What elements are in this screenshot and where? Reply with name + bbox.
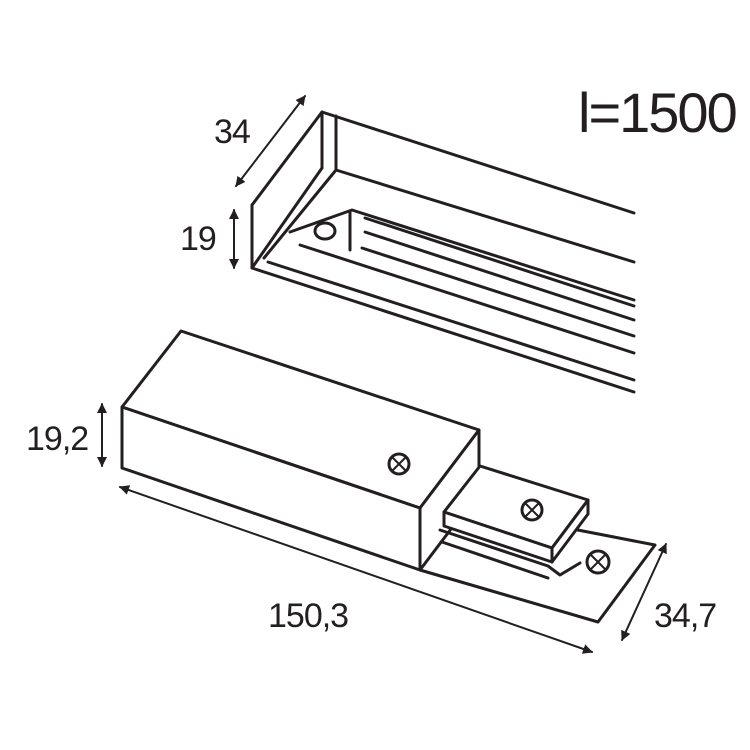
- box-length-dimension: [119, 485, 593, 654]
- rail-width-label: 34: [214, 113, 250, 151]
- feed-box: [120, 329, 657, 624]
- rail-height-label: 19: [180, 220, 216, 258]
- box-height-label: 19,2: [26, 420, 88, 458]
- track-rail: [250, 110, 636, 394]
- rail-mounting-hole: [313, 221, 337, 241]
- plate-width-dimension: [621, 543, 667, 641]
- box-screw-icon: [387, 452, 411, 476]
- box-length-label: 150,3: [268, 597, 348, 635]
- plate-width-label: 34,7: [654, 597, 716, 635]
- dimension-lines: [97, 95, 667, 654]
- rail-width-dimension: [235, 95, 306, 187]
- rail-length-label: l=1500: [578, 81, 736, 144]
